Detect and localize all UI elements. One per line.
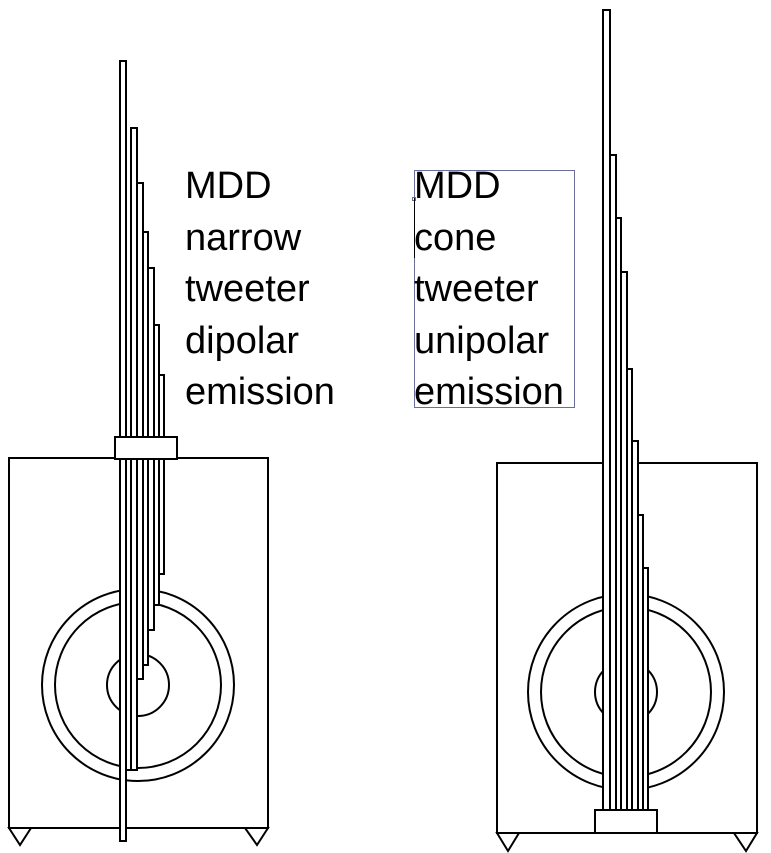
right-label-line-3: tweeter [414, 268, 539, 310]
right-label-line-4: unipolar [414, 319, 550, 362]
right-foot-right [732, 832, 759, 853]
left-foot-left [7, 827, 33, 847]
left-speaker-label: MDD narrow tweeter dipolar emission [185, 161, 335, 419]
left-tweeter-clamp [114, 436, 178, 460]
right-speaker-label[interactable]: MDD cone tweeter unipolar emission [414, 161, 564, 419]
left-label-line-4: dipolar [185, 319, 300, 362]
right-label-line-1: MDD [414, 165, 501, 207]
left-label-line-2: narrow [185, 216, 302, 259]
left-speaker [7, 60, 270, 847]
left-label-line-3: tweeter [185, 268, 310, 310]
text-selection-frame[interactable] [414, 170, 575, 408]
right-tweeter-post [602, 9, 611, 814]
right-label-line-2: cone [414, 216, 497, 259]
right-foot-left [495, 832, 521, 853]
right-tweeter-base [594, 809, 658, 834]
right-label-line-5: emission [414, 371, 564, 413]
text-cursor [414, 198, 415, 258]
left-label-line-1: MDD [185, 165, 272, 207]
right-speaker [495, 9, 759, 853]
left-foot-right [243, 827, 270, 847]
left-label-line-5: emission [185, 371, 335, 413]
